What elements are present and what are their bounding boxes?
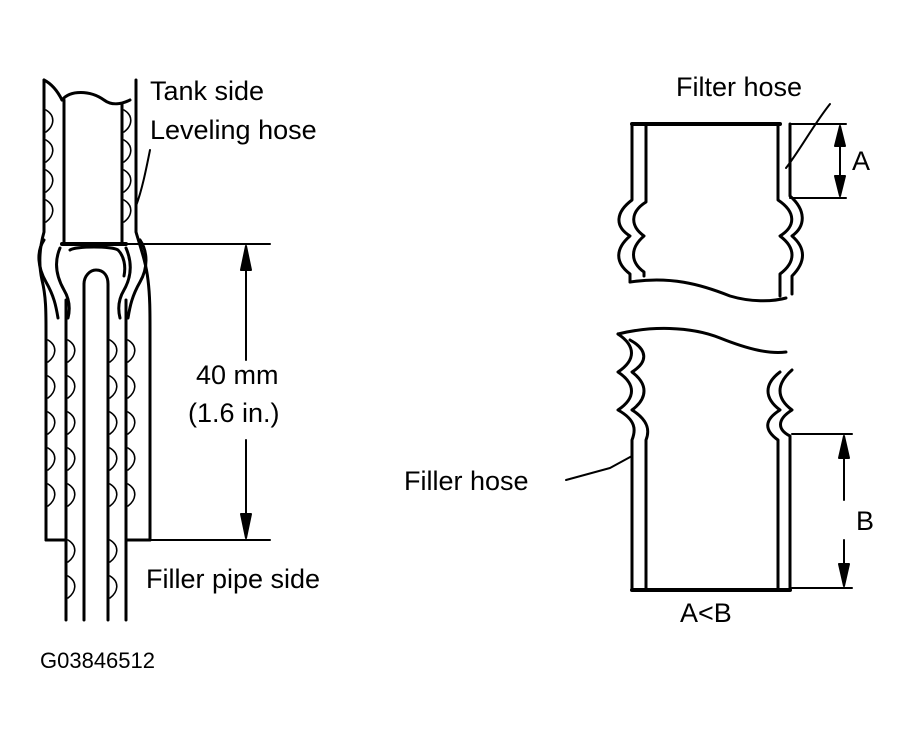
filler-hose-label: Filler hose <box>404 466 529 496</box>
distance-in-label: (1.6 in.) <box>188 398 280 428</box>
dimension-40mm <box>125 243 271 541</box>
filter-hose-leader <box>785 103 831 169</box>
joint-flare <box>37 238 148 320</box>
figure-code: G03846512 <box>40 648 155 673</box>
filler-pipe <box>44 268 152 622</box>
leveling-hose-cross-section <box>37 78 271 622</box>
filler-hose-diagram <box>565 326 853 592</box>
leveling-hose-leader <box>135 149 151 207</box>
filler-pipe-side-label: Filler pipe side <box>146 564 320 594</box>
filter-hose-diagram <box>617 103 847 303</box>
leveling-hose-label: Leveling hose <box>150 115 317 145</box>
relation-label: A<B <box>680 598 732 628</box>
dimension-a <box>789 123 847 199</box>
dimension-b-label: B <box>856 506 874 536</box>
dimension-a-label: A <box>852 146 870 176</box>
filler-hose-leader <box>565 455 633 481</box>
distance-mm-label: 40 mm <box>196 360 279 390</box>
filter-hose-label: Filter hose <box>676 72 802 102</box>
tank-side-label: Tank side <box>150 76 264 106</box>
dimension-b <box>791 433 853 589</box>
